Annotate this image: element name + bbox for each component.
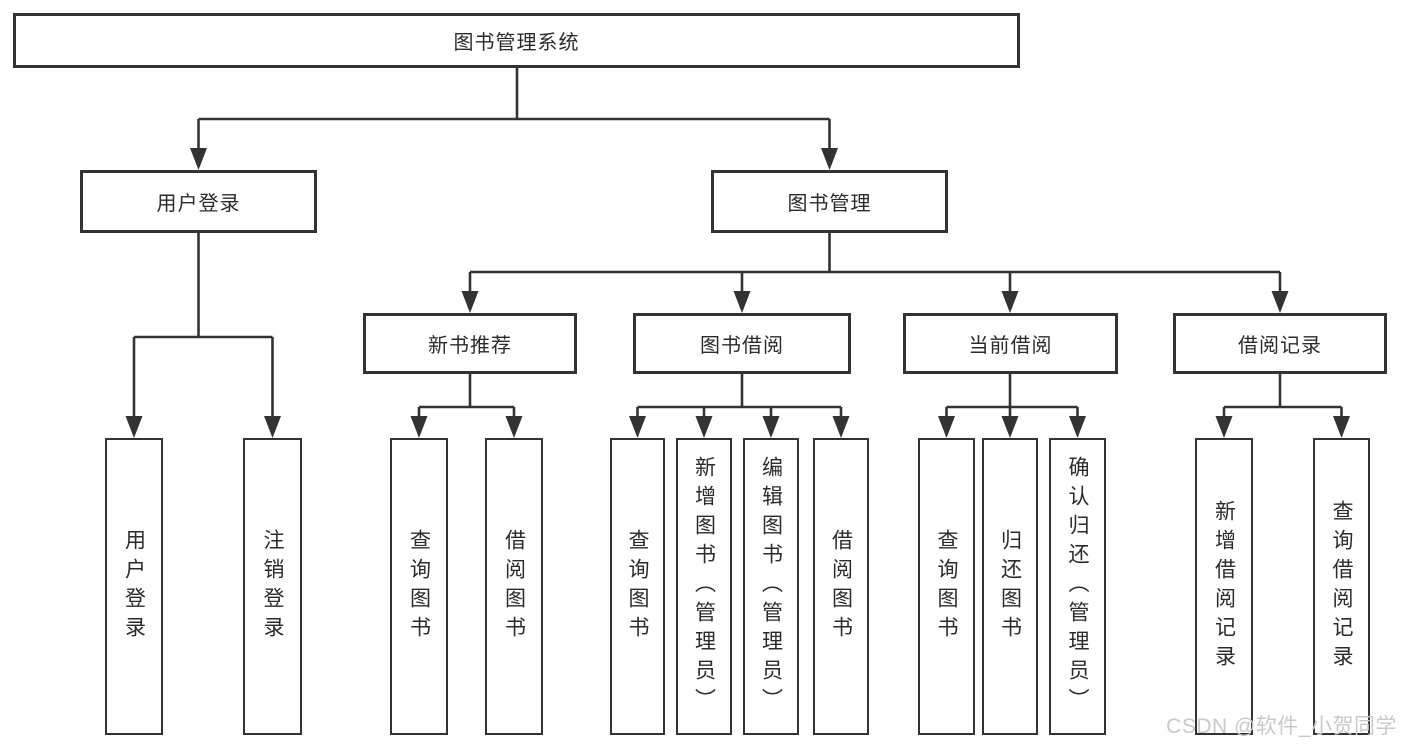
node-label: 注销登录 [261,528,284,645]
node-label: 编辑图书（管理员） [759,456,783,717]
leaf-query-books-current: 查询图书 [918,438,975,735]
node-root-system: 图书管理系统 [13,13,1020,68]
node-label: 当前借阅 [968,335,1053,357]
node-label: 新书推荐 [428,335,512,357]
node-label: 图书借阅 [700,335,784,357]
node-label: 新增借阅记录 [1212,499,1236,674]
node-label: 查询图书 [935,528,958,645]
node-label: 用户登录 [122,528,146,645]
leaf-confirm-return-admin: 确认归还（管理员） [1049,438,1106,735]
leaf-borrow-books-recommend: 借阅图书 [485,438,543,735]
leaf-query-books-borrow: 查询图书 [610,438,665,735]
node-user-login: 用户登录 [80,170,317,233]
leaf-logout: 注销登录 [243,438,302,735]
leaf-return-books: 归还图书 [982,438,1038,735]
csdn-watermark: CSDN @软件_小贺同学 [1166,715,1397,738]
leaf-borrow-books: 借阅图书 [813,438,869,735]
leaf-edit-book-admin: 编辑图书（管理员） [743,438,799,735]
leaf-query-borrow-record: 查询借阅记录 [1313,438,1370,735]
node-label: 用户登录 [156,193,241,215]
node-label: 查询图书 [626,528,649,645]
node-current-borrow: 当前借阅 [903,313,1118,374]
node-label: 归还图书 [998,528,1022,645]
leaf-query-books-recommend: 查询图书 [390,438,448,735]
node-book-borrow: 图书借阅 [633,313,851,374]
leaf-user-login: 用户登录 [105,438,163,735]
node-label: 查询借阅记录 [1330,499,1353,674]
node-book-management: 图书管理 [711,170,948,233]
leaf-add-book-admin: 新增图书（管理员） [676,438,732,735]
node-label: 借阅记录 [1238,335,1322,357]
node-label: 图书管理 [787,193,872,215]
node-label: 图书管理系统 [453,32,580,54]
node-label: 借阅图书 [829,528,853,645]
node-borrow-records: 借阅记录 [1173,313,1387,374]
node-label: 借阅图书 [502,528,526,645]
node-label: 新增图书（管理员） [692,456,716,717]
node-label: 查询图书 [407,528,431,645]
node-label: 确认归还（管理员） [1066,456,1089,717]
node-new-book-recommend: 新书推荐 [363,313,577,374]
leaf-add-borrow-record: 新增借阅记录 [1195,438,1253,735]
